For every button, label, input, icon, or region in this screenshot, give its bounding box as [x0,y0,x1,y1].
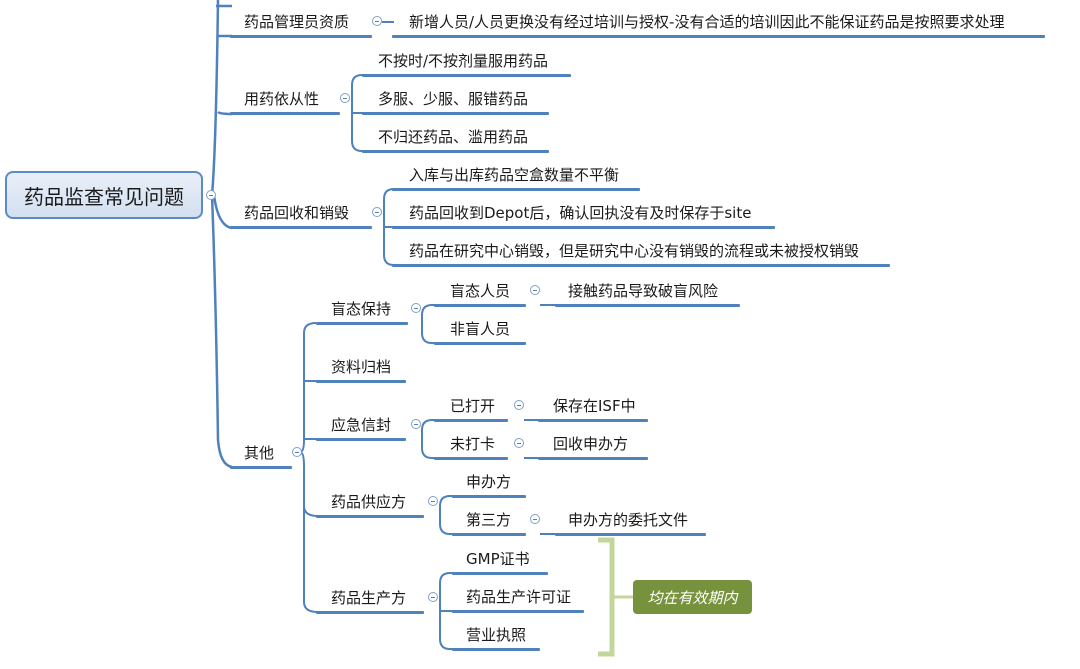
topic-n4c2[interactable]: 未打卡 [450,435,496,453]
topic-underline [362,150,549,153]
topic-n2b[interactable]: 多服、少服、服错药品 [378,90,529,108]
root-spine-up [210,0,220,196]
topic-n4e1[interactable]: GMP证书 [466,550,530,568]
root-topic[interactable]: 药品监查常见问题 [5,171,203,219]
topic-n4c2x[interactable]: 回收申办方 [553,435,629,453]
topic-n3a[interactable]: 入库与出库药品空盒数量不平衡 [409,166,620,184]
collapse-toggle-icon[interactable] [372,207,382,217]
collapse-toggle-icon[interactable] [340,93,350,103]
topic-n3c[interactable]: 药品在研究中心销毁，但是研究中心没有销毁的流程或未被授权销毁 [409,242,860,260]
collapse-toggle-icon[interactable] [292,447,302,457]
topic-underline [434,419,508,422]
topic-underline [452,533,526,536]
branch-line [212,194,233,230]
topic-n4a1x[interactable]: 接触药品导致破盲风险 [568,282,719,300]
topic-underline [452,610,584,613]
topic-underline [230,226,372,229]
topic-underline [452,572,548,575]
branch-line [299,322,317,453]
collapse-toggle-icon[interactable] [411,303,421,313]
topic-underline [230,112,340,115]
branch-line [421,324,436,344]
branch-line [303,420,318,440]
topic-underline [434,342,526,345]
topic-n2a[interactable]: 不按时/不按剂量服用药品 [378,52,549,70]
root-collapse-toggle-icon[interactable] [206,190,216,200]
collapse-toggle-icon[interactable] [372,16,382,26]
topic-underline [392,226,775,229]
topic-underline [316,322,408,325]
topic-n1a[interactable]: 新增人员/人员更换没有经过培训与授权-没有合适的培训因此不能保证药品是按照要求处… [409,13,1005,31]
collapse-toggle-icon[interactable] [428,496,438,506]
collapse-toggle-icon[interactable] [530,514,540,524]
topic-n3[interactable]: 药品回收和销毁 [244,204,350,222]
branch-line [421,419,436,439]
topic-underline [452,495,526,498]
branch-line [303,500,319,613]
topic-n4c1x[interactable]: 保存在ISF中 [553,397,636,415]
topic-n2c[interactable]: 不归还药品、滥用药品 [378,128,529,146]
topic-underline [392,264,890,267]
topic-underline [362,74,571,77]
branch-line [439,515,454,535]
root-spine-down [210,194,233,469]
topic-n4a[interactable]: 盲态保持 [331,300,392,318]
callout-note[interactable]: 均在有效期内 [633,580,752,614]
topic-underline [362,112,549,115]
topic-underline [434,457,508,460]
topic-n4b[interactable]: 资料归档 [331,358,392,376]
topic-n4a1[interactable]: 盲态人员 [450,282,511,300]
topic-underline [452,648,540,651]
topic-n4c1[interactable]: 已打开 [450,397,496,415]
topic-n4d2[interactable]: 第三方 [466,511,512,529]
topic-underline [392,35,1045,38]
topic-underline [538,457,648,460]
summary-bracket [598,537,615,657]
branch-line [439,611,454,650]
topic-n4a2[interactable]: 非盲人员 [450,320,511,338]
topic-underline [230,35,372,38]
topic-n4d2x[interactable]: 申办方的委托文件 [568,511,689,529]
topic-n3b[interactable]: 药品回收到Depot后，确认回执没有及时保存于site [409,204,752,222]
topic-underline [538,419,648,422]
collapse-toggle-icon[interactable] [428,592,438,602]
topic-underline [316,611,424,614]
topic-n4e2[interactable]: 药品生产许可证 [466,588,572,606]
topic-n2[interactable]: 用药依从性 [244,90,320,108]
topic-n1[interactable]: 药品管理员资质 [244,13,350,31]
topic-n4[interactable]: 其他 [244,444,275,462]
branch-line [383,188,395,227]
topic-underline [555,304,740,307]
branch-line [383,227,395,266]
collapse-toggle-icon[interactable] [514,438,524,448]
topic-underline [316,438,406,441]
topic-underline [555,533,706,536]
collapse-toggle-icon[interactable] [411,419,421,429]
branch-line [299,451,319,517]
topic-underline [230,466,292,469]
collapse-toggle-icon[interactable] [530,285,540,295]
topic-n4c[interactable]: 应急信封 [331,416,392,434]
topic-underline [392,188,640,191]
topic-underline [316,515,424,518]
topic-n4e3[interactable]: 营业执照 [466,626,527,644]
topic-n4e[interactable]: 药品生产方 [331,589,407,607]
branch-line [421,304,436,324]
topic-n4d[interactable]: 药品供应方 [331,493,407,511]
branch-line [351,74,364,113]
branch-line [421,439,436,459]
collapse-toggle-icon[interactable] [514,400,524,410]
topic-underline [434,304,526,307]
topic-n4d1[interactable]: 申办方 [466,473,512,491]
branch-line [351,113,364,152]
topic-underline [316,380,406,383]
branch-line [439,495,454,515]
branch-line [439,572,454,611]
